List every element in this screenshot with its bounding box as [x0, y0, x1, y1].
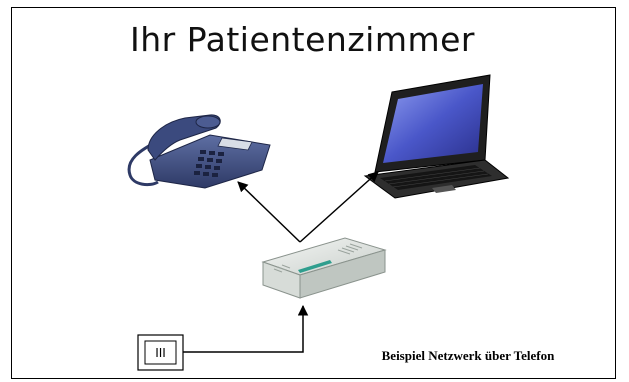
edge-socket-to-router [183, 304, 309, 353]
diagram-title: Ihr Patientenzimmer [130, 20, 475, 59]
edge-router-to-telephone [237, 181, 301, 243]
socket-label: III [155, 346, 166, 360]
telephone-icon [127, 114, 271, 189]
edge-router-to-laptop [299, 171, 379, 243]
connection-lines [183, 171, 379, 353]
diagram-caption: Beispiel Netzwerk über Telefon [381, 348, 555, 363]
laptop-icon [363, 74, 510, 199]
diagram-frame [11, 7, 616, 379]
phone-wall-socket-icon: III [137, 334, 184, 371]
network-splitter-icon [261, 237, 387, 299]
